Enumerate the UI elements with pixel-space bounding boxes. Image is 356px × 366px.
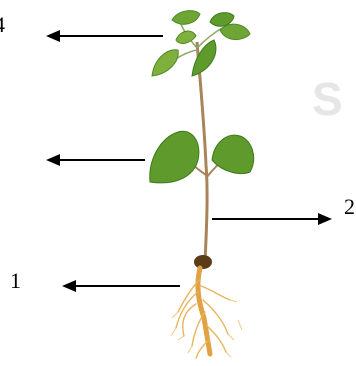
leaf-top-upper-left — [172, 11, 200, 25]
arrow-1-head — [62, 280, 76, 292]
plant-illustration — [150, 11, 254, 358]
label-4: 4 — [0, 12, 5, 37]
arrow-leaf-head — [46, 154, 60, 166]
label-1: 1 — [10, 268, 21, 293]
label-2: 2 — [344, 194, 355, 219]
root-crown — [194, 255, 212, 269]
watermark-text: S — [312, 73, 343, 125]
leaf-top-small-left — [176, 31, 196, 43]
leaf-lower-right — [212, 135, 254, 173]
leaf-top-left — [152, 50, 178, 76]
leaf-top-right — [220, 24, 250, 39]
arrow-4-head — [46, 30, 60, 42]
arrow-2-head — [318, 213, 332, 225]
leaf-lower-left — [150, 131, 199, 183]
